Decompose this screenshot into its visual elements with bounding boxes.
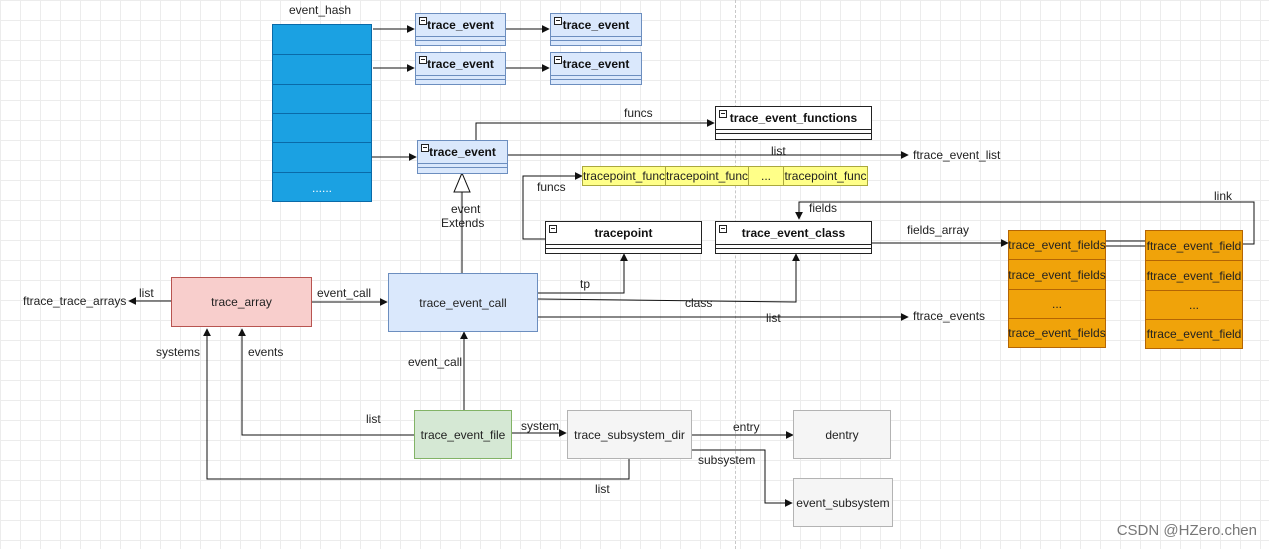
- trace-subsystem-dir-node[interactable]: trace_subsystem_dir: [567, 410, 692, 459]
- tracepoint-func-cell[interactable]: tracepoint_func: [665, 167, 749, 185]
- node-title: trace_event: [429, 145, 496, 159]
- edge-class: [537, 253, 800, 303]
- edge-tracepoint-funcs: [522, 172, 583, 240]
- collapse-icon[interactable]: [719, 225, 727, 233]
- node-title: trace_event: [427, 57, 494, 71]
- edge-label-list: list: [595, 482, 610, 496]
- dentry-node[interactable]: dentry: [793, 410, 891, 459]
- hash-bucket[interactable]: [273, 25, 371, 55]
- edge-label-fields-array: fields_array: [907, 223, 970, 237]
- fields-cell[interactable]: trace_event_fields: [1008, 231, 1106, 260]
- fields-cell[interactable]: trace_event_fields: [1008, 260, 1106, 290]
- hash-bucket[interactable]: [273, 114, 371, 143]
- tracepoint-func-cell[interactable]: tracepoint_func: [582, 167, 666, 185]
- edge-label-list: list: [139, 286, 154, 300]
- trace-event-main-node[interactable]: trace_event: [417, 140, 508, 174]
- edge-label-list: list: [366, 412, 381, 426]
- page-divider: [735, 0, 736, 549]
- trace-event-node[interactable]: trace_event: [415, 52, 506, 85]
- edge-label-list: list: [766, 311, 781, 325]
- edge-label-ftrace-event-list: ftrace_event_list: [913, 148, 1001, 162]
- field-cell[interactable]: ftrace_event_field: [1146, 231, 1242, 261]
- edge-label-event: event: [451, 202, 481, 216]
- field-cell[interactable]: ...: [1146, 291, 1242, 320]
- node-title: tracepoint: [594, 226, 653, 240]
- event-hash-table[interactable]: ......: [272, 24, 372, 202]
- edge-label-fields: fields: [809, 201, 838, 215]
- field-cell[interactable]: ftrace_event_field: [1146, 261, 1242, 291]
- event-hash-label: event_hash: [289, 3, 352, 17]
- edge-label-funcs: funcs: [624, 106, 653, 120]
- trace-array-node[interactable]: trace_array: [171, 277, 312, 327]
- edge-label-funcs: funcs: [537, 180, 566, 194]
- edge-link-fields: [795, 201, 1255, 245]
- edge-extends-head: [453, 171, 471, 193]
- watermark: CSDN @HZero.chen: [1116, 522, 1257, 539]
- trace-event-fields-array[interactable]: trace_event_fields trace_event_fields ..…: [1008, 230, 1106, 348]
- tracepoint-node[interactable]: tracepoint: [545, 221, 702, 254]
- node-title: trace_event: [427, 18, 494, 32]
- node-title: trace_event_functions: [729, 111, 858, 125]
- node-title: trace_event: [562, 18, 630, 32]
- collapse-icon[interactable]: [549, 225, 557, 233]
- edge-te-main-funcs: [475, 119, 715, 140]
- edge-file-events: [238, 328, 415, 436]
- fields-cell[interactable]: ...: [1009, 290, 1105, 319]
- trace-event-call-node[interactable]: trace_event_call: [388, 273, 538, 332]
- edge-label-events: events: [248, 345, 284, 359]
- hash-bucket[interactable]: [273, 55, 371, 85]
- edge-label-link: link: [1214, 189, 1233, 203]
- edge-label-systems: systems: [156, 345, 201, 359]
- edge-label-system: system: [521, 419, 560, 433]
- trace-event-node[interactable]: trace_event: [550, 13, 642, 46]
- collapse-icon[interactable]: [719, 110, 727, 118]
- edge-label-event-call: event_call: [408, 355, 463, 369]
- edge-label-ftrace-events: ftrace_events: [913, 309, 986, 323]
- ftrace-event-field-list[interactable]: ftrace_event_field ftrace_event_field ..…: [1145, 230, 1243, 349]
- node-title: trace_event_class: [741, 226, 846, 240]
- edge-label-tp: tp: [580, 277, 591, 291]
- trace-event-class-node[interactable]: trace_event_class: [715, 221, 872, 254]
- edge-label-entry: entry: [733, 420, 760, 434]
- collapse-icon[interactable]: [419, 56, 427, 64]
- trace-event-node[interactable]: trace_event: [415, 13, 506, 46]
- edge-label-class: class: [685, 296, 713, 310]
- tracepoint-func-cell[interactable]: tracepoint_func: [784, 169, 867, 183]
- edge-label-ftrace-trace-arrays: ftrace_trace_arrays: [23, 294, 127, 308]
- trace-event-node[interactable]: trace_event: [550, 52, 642, 85]
- edge-label-extends: Extends: [441, 216, 485, 230]
- collapse-icon[interactable]: [554, 56, 562, 64]
- edge-tp: [538, 253, 628, 294]
- node-title: trace_event: [562, 57, 630, 71]
- collapse-icon[interactable]: [419, 17, 427, 25]
- tracepoint-func-cell[interactable]: ...: [749, 167, 784, 185]
- event-subsystem-node[interactable]: event_subsystem: [793, 478, 893, 527]
- hash-bucket[interactable]: [273, 143, 371, 173]
- collapse-icon[interactable]: [421, 144, 429, 152]
- collapse-icon[interactable]: [554, 17, 562, 25]
- fields-cell[interactable]: trace_event_fields: [1008, 326, 1106, 340]
- trace-event-functions-node[interactable]: trace_event_functions: [715, 106, 872, 140]
- trace-event-file-node[interactable]: trace_event_file: [414, 410, 512, 459]
- edge-label-list: list: [771, 144, 786, 158]
- field-cell[interactable]: ftrace_event_field: [1146, 327, 1242, 341]
- hash-bucket-more[interactable]: ......: [311, 180, 332, 195]
- edge-systems: [203, 328, 630, 480]
- edge-label-event-call: event_call: [317, 286, 372, 300]
- edge-label-subsystem: subsystem: [698, 453, 756, 467]
- tracepoint-func-array[interactable]: tracepoint_func tracepoint_func ... trac…: [582, 166, 868, 186]
- hash-bucket[interactable]: [273, 85, 371, 114]
- edge-subsystem: [692, 449, 793, 507]
